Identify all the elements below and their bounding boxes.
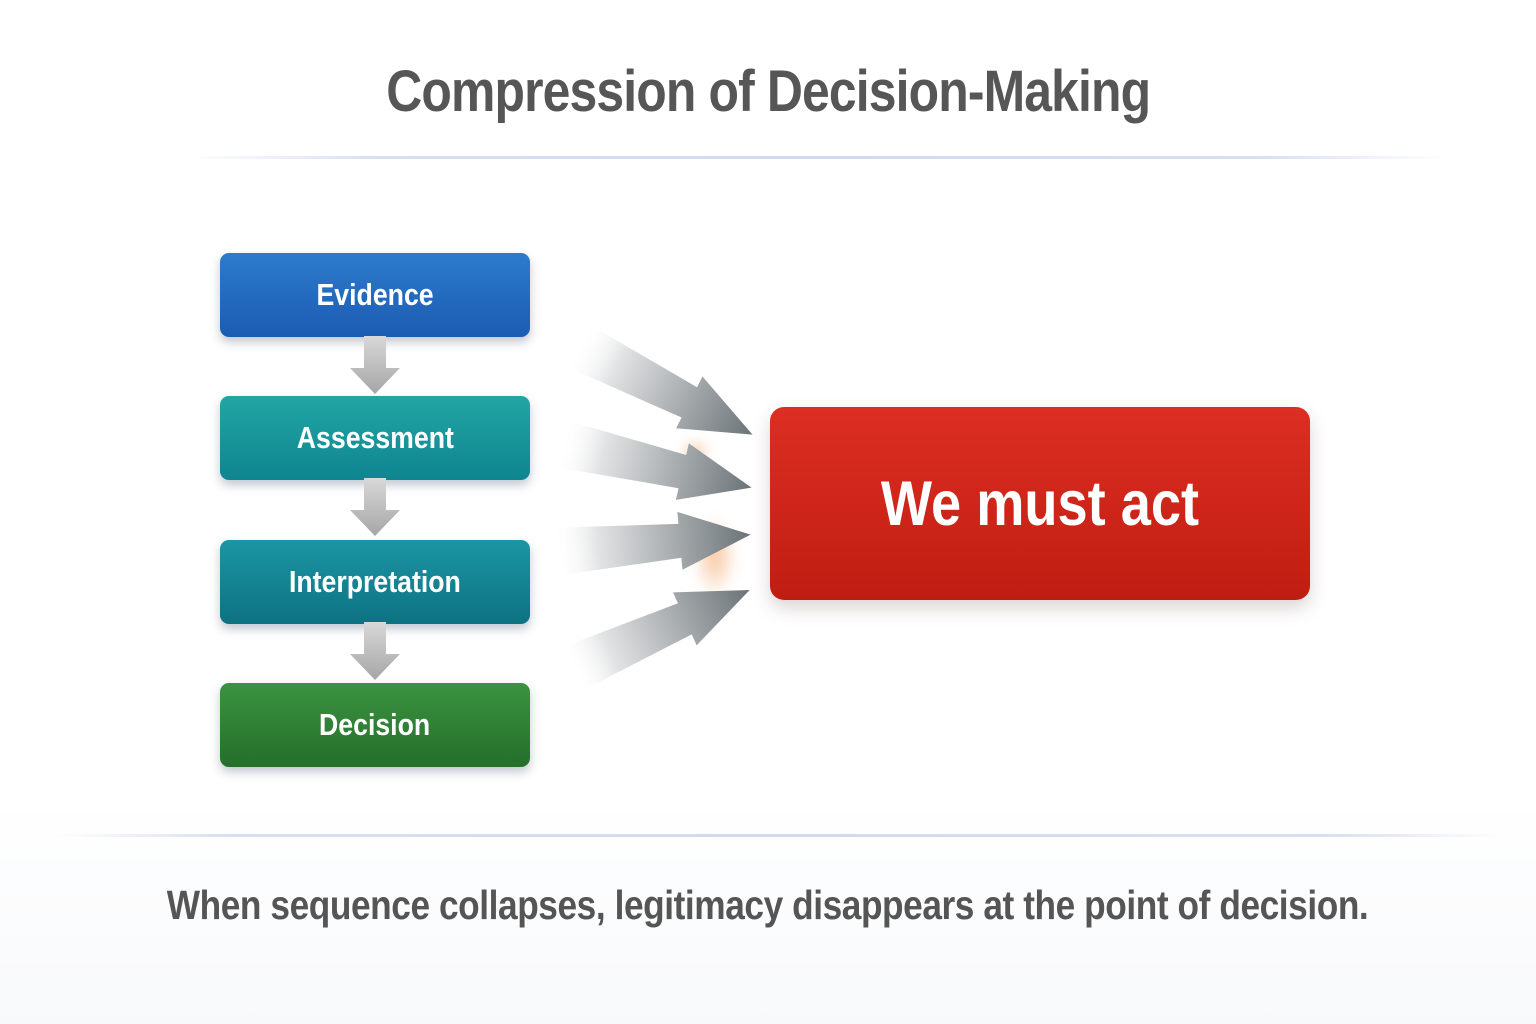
right-arrow-icon bbox=[555, 420, 752, 500]
right-arrow-icon bbox=[560, 589, 750, 692]
page-title: Compression of Decision-Making bbox=[385, 59, 1151, 124]
caption-text: When sequence collapses, legitimacy disa… bbox=[167, 882, 1369, 928]
flow-step-interpretation: Interpretation bbox=[220, 540, 530, 624]
result-box: We must act bbox=[770, 407, 1310, 600]
top-divider bbox=[185, 156, 1450, 159]
flow-step-label: Assessment bbox=[296, 420, 454, 455]
flow-step-label: Evidence bbox=[316, 277, 434, 312]
right-arrow-icon bbox=[567, 324, 753, 435]
flow-step-evidence: Evidence bbox=[220, 253, 530, 337]
right-arrow-icon bbox=[553, 511, 751, 576]
flow-step-assessment: Assessment bbox=[220, 396, 530, 480]
flow-step-label: Decision bbox=[319, 707, 431, 742]
bottom-divider bbox=[55, 834, 1500, 837]
result-label: We must act bbox=[880, 468, 1200, 539]
down-arrow-icon bbox=[350, 336, 400, 394]
down-arrow-icon bbox=[350, 622, 400, 680]
flow-step-label: Interpretation bbox=[289, 564, 461, 599]
down-arrow-icon bbox=[350, 478, 400, 536]
flow-step-decision: Decision bbox=[220, 683, 530, 767]
